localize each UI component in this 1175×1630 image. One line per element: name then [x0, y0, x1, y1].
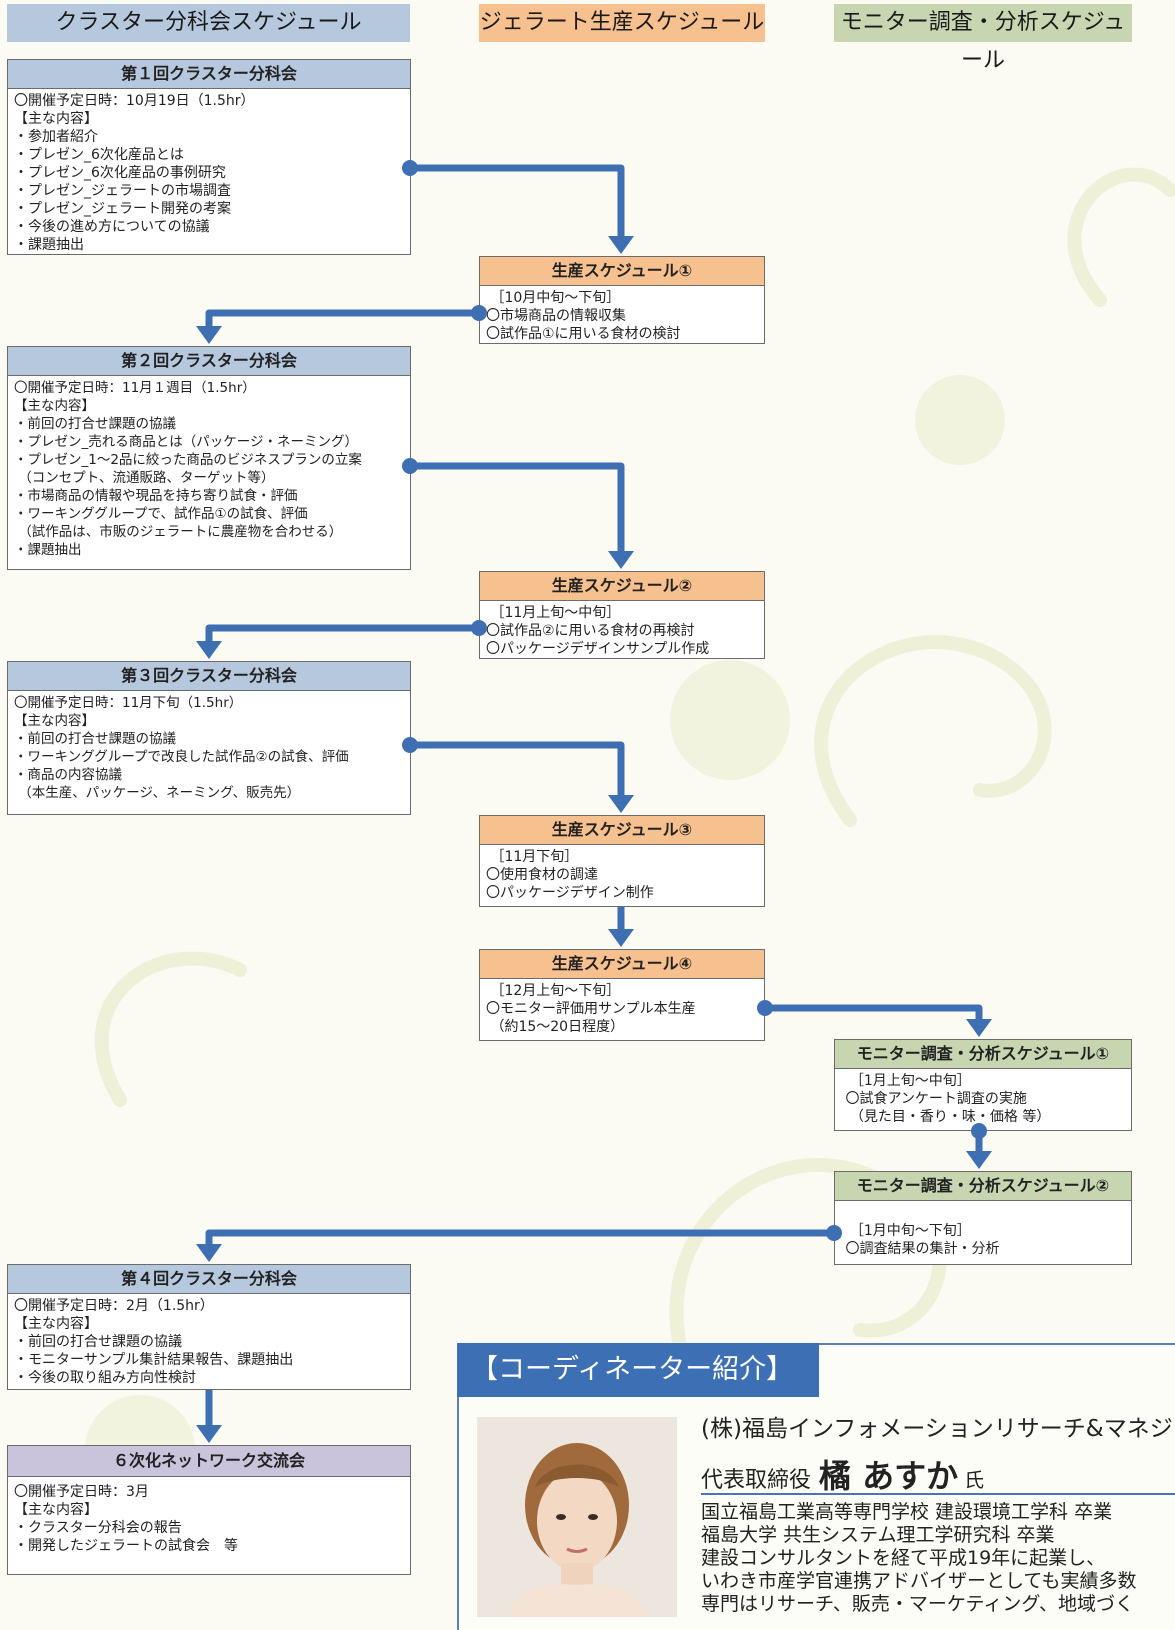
cluster-meeting-2: 第２回クラスター分科会 〇開催予定日時：11月１週目（1.5hr） 【主な内容】…: [7, 346, 411, 570]
monitor-schedule-2: モニター調査・分析スケジュール② ［1月中旬～下旬］ 〇調査結果の集計・分析: [834, 1171, 1132, 1265]
box-title: 生産スケジュール①: [480, 257, 764, 286]
coordinator-role: 代表取締役: [701, 1468, 812, 1493]
box-body: 〇開催予定日時：2月（1.5hr） 【主な内容】 ・前回の打合せ課題の協議 ・モ…: [14, 1298, 294, 1386]
arrow-c1-to-p1: [410, 164, 625, 238]
arrow-p4-to-m1: [765, 1004, 983, 1021]
arrow-m2-to-c4: [205, 1229, 834, 1246]
column-header-monitor: モニター調査・分析スケジュール: [834, 4, 1132, 73]
coordinator-section: 【コーディネーター紹介】 (株)福島インフォメーションリサーチ&マネジメ 代表取…: [457, 1343, 1175, 1630]
box-body: 〇開催予定日時：3月 【主な内容】 ・クラスター分科会の報告 ・開発したジェラー…: [14, 1484, 238, 1554]
box-body: ［1月中旬～下旬］ 〇調査結果の集計・分析: [845, 1223, 1000, 1257]
box-body: ［10月中旬～下旬］ 〇市場商品の情報収集 〇試作品①に用いる食材の検討: [486, 290, 681, 342]
box-body: 〇開催予定日時：10月19日（1.5hr） 【主な内容】 ・参加者紹介 ・プレゼ…: [14, 93, 255, 253]
box-body: 〇開催予定日時：11月１週目（1.5hr） 【主な内容】 ・前回の打合せ課題の協…: [14, 380, 362, 558]
box-title: 生産スケジュール③: [480, 816, 764, 845]
coordinator-honorific: 氏: [964, 1468, 985, 1492]
production-schedule-2: 生産スケジュール② ［11月上旬～中旬］ 〇試作品②に用いる食材の再検討 〇パッ…: [479, 571, 765, 659]
coordinator-name: 橘 あすか: [819, 1457, 959, 1495]
column-header-cluster: クラスター分科会スケジュール: [7, 4, 410, 42]
box-title: ６次化ネットワーク交流会: [8, 1446, 410, 1477]
box-title: 生産スケジュール④: [480, 950, 764, 979]
network-exchange-meeting: ６次化ネットワーク交流会 〇開催予定日時：3月 【主な内容】 ・クラスター分科会…: [7, 1445, 411, 1575]
box-body: ［11月下旬］ 〇使用食材の調達 〇パッケージデザイン制作: [486, 849, 654, 901]
production-schedule-3: 生産スケジュール③ ［11月下旬］ 〇使用食材の調達 〇パッケージデザイン制作: [479, 815, 765, 907]
box-title: モニター調査・分析スケジュール②: [835, 1172, 1131, 1201]
arrow-p1-to-c2: [205, 309, 479, 328]
box-body: ［11月上旬～中旬］ 〇試作品②に用いる食材の再検討 〇パッケージデザインサンプ…: [486, 605, 710, 657]
arrow-c3-to-p3: [410, 741, 625, 797]
arrow-p2-to-c3: [205, 624, 479, 643]
box-body: ［1月上旬～中旬］ 〇試食アンケート調査の実施 （見た目・香り・味・価格 等）: [845, 1073, 1051, 1125]
box-title: 第１回クラスター分科会: [8, 60, 410, 89]
cluster-meeting-4: 第４回クラスター分科会 〇開催予定日時：2月（1.5hr） 【主な内容】 ・前回…: [7, 1264, 411, 1390]
coordinator-heading: 【コーディネーター紹介】: [457, 1343, 819, 1397]
box-title: 第２回クラスター分科会: [8, 347, 410, 376]
box-title: モニター調査・分析スケジュール①: [835, 1040, 1131, 1069]
column-header-production: ジェラート生産スケジュール: [479, 4, 765, 42]
box-title: 第４回クラスター分科会: [8, 1265, 410, 1294]
coordinator-bio: 国立福島工業高等専門学校 建設環境工学科 卒業 福島大学 共生システム理工学研究…: [701, 1501, 1137, 1615]
cluster-meeting-3: 第３回クラスター分科会 〇開催予定日時：11月下旬（1.5hr） 【主な内容】 …: [7, 661, 411, 815]
divider: [701, 1493, 1175, 1495]
monitor-schedule-1: モニター調査・分析スケジュール① ［1月上旬～中旬］ 〇試食アンケート調査の実施…: [834, 1039, 1132, 1131]
coordinator-photo: [477, 1417, 677, 1617]
box-title: 生産スケジュール②: [480, 572, 764, 601]
box-title: 第３回クラスター分科会: [8, 662, 410, 691]
coordinator-representative: 代表取締役橘 あすか氏: [701, 1451, 984, 1497]
arrow-c2-to-p2: [410, 462, 625, 553]
box-body: ［12月上旬～下旬］ 〇モニター評価用サンプル本生産 （約15～20日程度）: [486, 983, 696, 1035]
coordinator-company: (株)福島インフォメーションリサーチ&マネジメ: [701, 1416, 1175, 1442]
production-schedule-4: 生産スケジュール④ ［12月上旬～下旬］ 〇モニター評価用サンプル本生産 （約1…: [479, 949, 765, 1041]
box-body: 〇開催予定日時：11月下旬（1.5hr） 【主な内容】 ・前回の打合せ課題の協議…: [14, 695, 349, 801]
production-schedule-1: 生産スケジュール① ［10月中旬～下旬］ 〇市場商品の情報収集 〇試作品①に用い…: [479, 256, 765, 344]
cluster-meeting-1: 第１回クラスター分科会 〇開催予定日時：10月19日（1.5hr） 【主な内容】…: [7, 59, 411, 255]
